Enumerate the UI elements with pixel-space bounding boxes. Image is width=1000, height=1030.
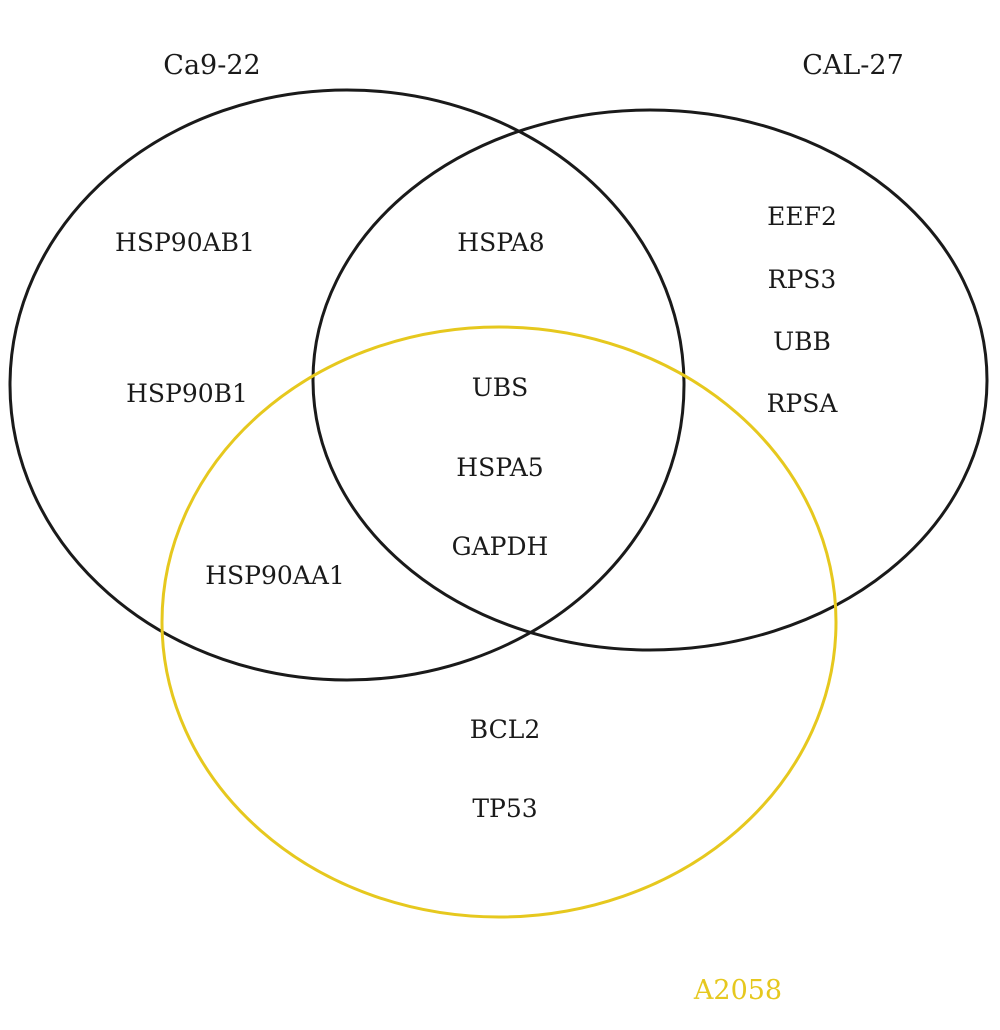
gene-label: RPSA [767,389,839,418]
gene-label: HSPA8 [457,228,544,257]
gene-label: UBB [773,327,831,356]
gene-label: UBS [472,373,529,402]
set-label-a2058: A2058 [693,975,782,1006]
set-circle-cal-27 [311,108,989,652]
gene-label: HSP90AA1 [205,561,345,590]
gene-label: BCL2 [470,715,540,744]
set-label-cal-27: CAL-27 [802,50,904,81]
gene-label: RPS3 [768,265,837,294]
gene-label: TP53 [472,794,537,823]
gene-label: EEF2 [767,202,837,231]
gene-label: HSP90B1 [126,379,248,408]
set-label-ca9-22: Ca9-22 [163,50,260,81]
set-circle-a2058 [160,325,838,919]
set-circle-ca9-22 [8,88,686,682]
gene-label: HSP90AB1 [115,228,255,257]
gene-label: GAPDH [452,532,549,561]
gene-label: HSPA5 [456,453,543,482]
